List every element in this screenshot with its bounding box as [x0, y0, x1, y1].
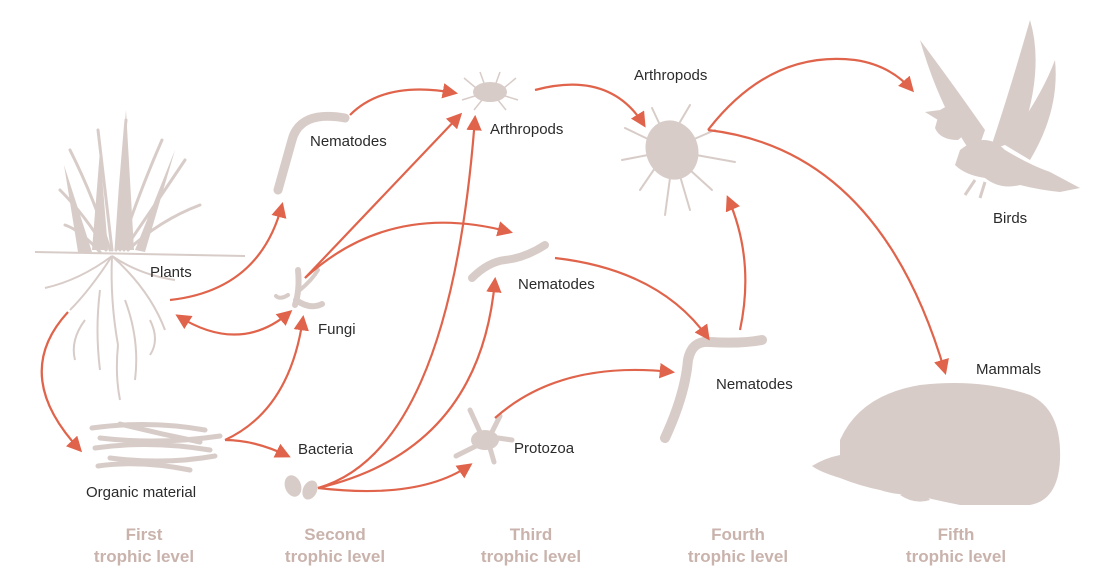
organic-material-icon [89, 421, 223, 473]
label-mammals: Mammals [976, 361, 1042, 378]
arrow-bacteria-to-protozoa [317, 463, 473, 493]
arrow-nematodes-low-to-arthropods [725, 195, 747, 331]
label-nematodes-low: Nematodes [716, 376, 793, 393]
nematode-top-icon [273, 111, 350, 195]
plants-icon [34, 110, 246, 401]
bird-icon [920, 20, 1080, 199]
label-plants: Plants [150, 264, 192, 281]
mammal-icon [812, 382, 1061, 505]
arrow-bacteria-to-arthropods [317, 114, 482, 490]
trophic-level-3: Third trophic level [431, 524, 631, 568]
trophic-level-3-line1: Third [509, 525, 553, 544]
trophic-level-1-line2: trophic level [93, 547, 195, 566]
arrow-plants-fungi [175, 309, 293, 336]
arrow-arthropods-small-to-large [534, 83, 646, 128]
arrows [40, 57, 949, 493]
trophic-level-5: Fifth trophic level [856, 524, 1056, 568]
arrow-plants-to-organic [40, 311, 83, 453]
arthropod-large-icon [621, 104, 736, 216]
arrow-nematodes-mid-to-low [554, 256, 710, 341]
label-fungi: Fungi [318, 321, 356, 338]
arrow-fungi-to-nematodes-mid [304, 221, 513, 279]
label-arthropods-small: Arthropods [490, 121, 564, 138]
label-birds: Birds [993, 210, 1028, 227]
trophic-level-1-line1: First [125, 525, 163, 544]
nematode-low-icon [660, 335, 767, 443]
trophic-level-4-line1: Fourth [711, 525, 765, 544]
protozoa-icon [453, 407, 515, 465]
trophic-level-3-line2: trophic level [480, 547, 582, 566]
trophic-level-4-line2: trophic level [687, 547, 789, 566]
trophic-level-4: Fourth trophic level [638, 524, 838, 568]
trophic-level-2: Second trophic level [235, 524, 435, 568]
trophic-level-5-line1: Fifth [937, 525, 975, 544]
nematode-mid-icon [468, 241, 549, 282]
arrow-bacteria-to-nematodes-mid [317, 276, 502, 490]
bacteria-icon [284, 475, 318, 500]
fungi-icon [274, 267, 325, 310]
trophic-level-2-line2: trophic level [284, 547, 386, 566]
trophic-level-2-line1: Second [304, 525, 366, 544]
label-arthropods-large: Arthropods [634, 67, 708, 84]
arrow-organic-to-bacteria [224, 438, 291, 458]
arrow-arthropods-to-birds [707, 57, 915, 131]
arrow-fungi-to-arthropods [304, 112, 463, 279]
label-protozoa: Protozoa [514, 440, 575, 457]
label-bacteria: Bacteria [298, 441, 354, 458]
trophic-level-1: First trophic level [44, 524, 244, 568]
arrow-organic-to-fungi [224, 314, 309, 441]
arthropod-small-icon [461, 71, 519, 111]
trophic-level-5-line2: trophic level [905, 547, 1007, 566]
label-organic-material: Organic material [86, 484, 197, 501]
label-nematodes-mid: Nematodes [518, 276, 595, 293]
arrow-protozoa-to-nematodes-low [494, 363, 676, 419]
arrow-arthropods-to-mammals [707, 128, 949, 375]
label-nematodes-top: Nematodes [310, 133, 387, 150]
arrow-nematodes-to-arthropods [349, 83, 459, 116]
arrow-plants-to-nematodes [169, 202, 287, 302]
